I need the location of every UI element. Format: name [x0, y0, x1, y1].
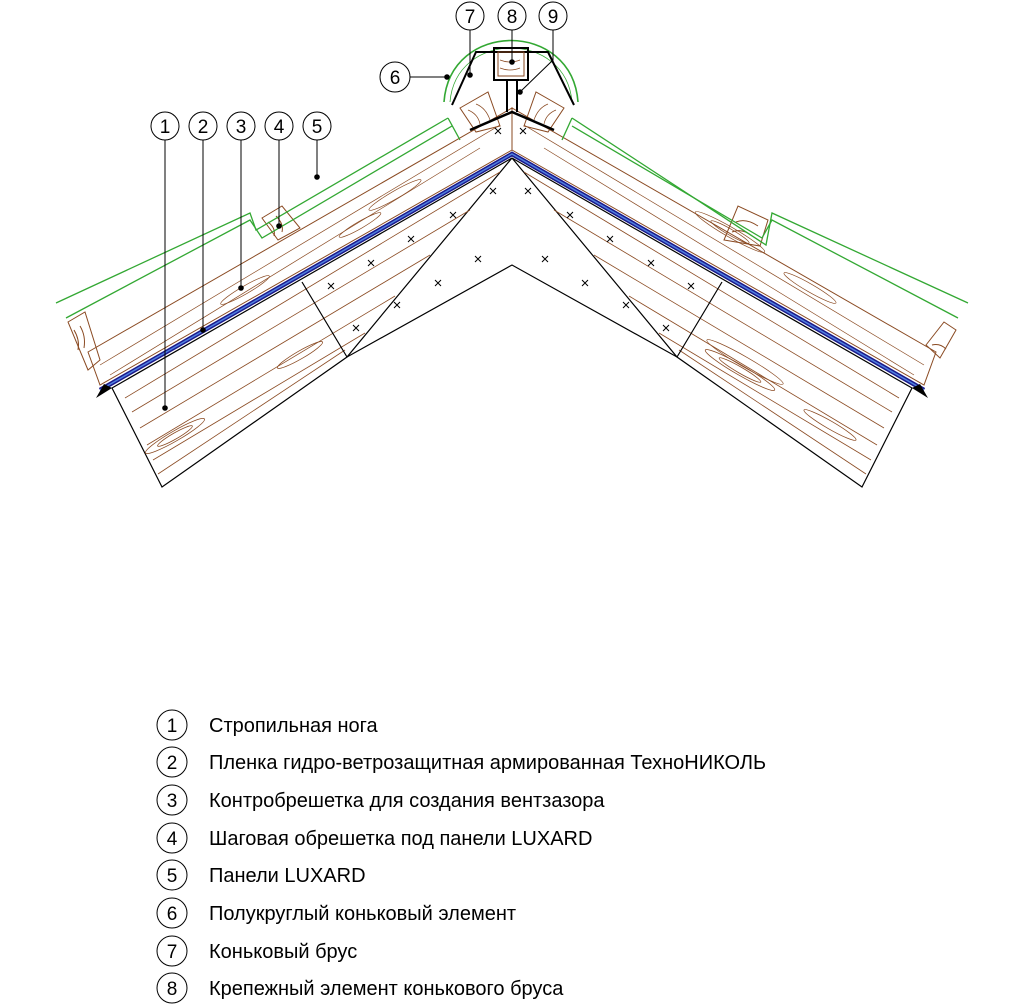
callout-7: 7 [455, 1, 485, 31]
callout-3-label: 3 [236, 117, 247, 138]
counter-batten-left [87, 107, 513, 386]
callout-9-label: 9 [548, 7, 559, 28]
callout-3: 3 [226, 111, 256, 141]
callout-9: 9 [538, 1, 568, 31]
legend-item-2-text: Пленка гидро-ветрозащитная армированная … [209, 752, 766, 774]
callout-2: 2 [188, 111, 218, 141]
legend-item-7-text: Коньковый брус [209, 941, 357, 963]
legend-item-7-num: 7 [167, 942, 178, 963]
legend-item-3-text: Контробрешетка для создания вентзазора [209, 790, 605, 812]
callout-1-label: 1 [160, 117, 171, 138]
callout-4: 4 [264, 111, 294, 141]
legend-item-3: 3 Контробрешетка для создания вентзазора [156, 784, 605, 816]
legend-item-3-num: 3 [167, 791, 178, 812]
legend-item-4-num: 4 [167, 829, 178, 850]
legend-item-2: 2 Пленка гидро-ветрозащитная армированна… [156, 746, 766, 778]
legend-item-4-text: Шаговая обрешетка под панели LUXARD [209, 828, 592, 850]
legend-item-6-num: 6 [167, 904, 178, 925]
legend-item-5-num: 5 [167, 866, 178, 887]
legend-item-8-text: Крепежный элемент конькового бруса [209, 978, 564, 1000]
legend-item-1-text: Стропильная нога [209, 715, 379, 737]
legend-item-5: 5 Панели LUXARD [156, 859, 366, 891]
legend-item-4: 4 Шаговая обрешетка под панели LUXARD [156, 822, 592, 854]
callout-8-label: 8 [507, 7, 518, 28]
rafter-left [111, 157, 513, 488]
luxard-panel-right [561, 117, 969, 319]
callout-6-label: 6 [390, 68, 401, 89]
leader-dots [162, 59, 523, 411]
leader-lines [164, 30, 554, 408]
legend-item-8-num: 8 [167, 979, 178, 1000]
legend-item-8: 8 Крепежный элемент конькового бруса [156, 972, 564, 1004]
legend-item-6: 6 Полукруглый коньковый элемент [156, 897, 516, 929]
legend-item-1-num: 1 [167, 716, 178, 737]
callout-5: 5 [302, 111, 332, 141]
callout-8: 8 [497, 1, 527, 31]
callout-6: 6 [379, 61, 411, 93]
legend: 1 Стропильная нога 2 Пленка гидро-ветроз… [156, 709, 766, 1004]
luxard-panel-left [55, 117, 461, 319]
step-batten-left [67, 205, 301, 371]
callout-7-label: 7 [465, 7, 476, 28]
legend-item-6-text: Полукруглый коньковый элемент [209, 903, 516, 925]
legend-item-1: 1 Стропильная нога [156, 709, 379, 741]
insulation-block [301, 187, 723, 358]
callout-1: 1 [150, 111, 180, 141]
ridge-fastener [493, 47, 529, 112]
legend-item-7: 7 Коньковый брус [156, 935, 357, 967]
callout-2-label: 2 [198, 117, 209, 138]
callout-4-label: 4 [274, 117, 285, 138]
legend-item-2-num: 2 [167, 753, 178, 774]
rafter-right [511, 157, 913, 488]
counter-batten-right [511, 107, 937, 386]
legend-item-5-text: Панели LUXARD [209, 865, 366, 887]
membrane [96, 151, 928, 398]
callout-5-label: 5 [312, 117, 323, 138]
